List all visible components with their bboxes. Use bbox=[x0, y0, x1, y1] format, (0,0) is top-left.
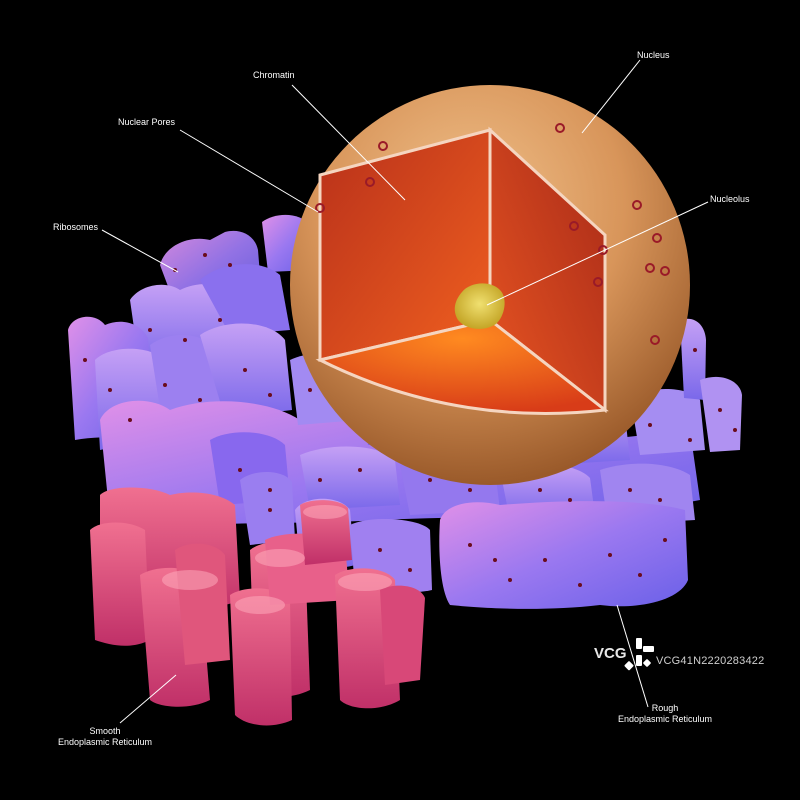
leader-lines bbox=[101, 59, 709, 724]
nucleolus-body bbox=[454, 283, 505, 329]
label-rough-er-line1: Rough bbox=[651, 703, 679, 713]
label-smooth-er-line1: Smooth bbox=[89, 726, 121, 736]
label-nucleus: Nucleus bbox=[637, 50, 670, 60]
watermark-id: VCG41N2220283422 bbox=[656, 655, 765, 667]
label-smooth-er: Smooth Endoplasmic Reticulum bbox=[50, 726, 160, 748]
label-rough-er-line2: Endoplasmic Reticulum bbox=[617, 714, 713, 724]
smooth-endoplasmic-reticulum bbox=[90, 487, 425, 726]
label-nuclear-pores: Nuclear Pores bbox=[118, 117, 176, 127]
nuclear-pores bbox=[315, 123, 670, 345]
label-chromatin: Chromatin bbox=[253, 70, 295, 80]
label-rough-er: Rough Endoplasmic Reticulum bbox=[610, 703, 720, 725]
watermark-logo-mark bbox=[624, 638, 654, 671]
label-nucleolus: Nucleolus bbox=[710, 194, 750, 204]
label-ribosomes: Ribosomes bbox=[53, 222, 99, 232]
label-smooth-er-line2: Endoplasmic Reticulum bbox=[57, 737, 153, 747]
watermark-logo: VCG bbox=[594, 645, 627, 662]
